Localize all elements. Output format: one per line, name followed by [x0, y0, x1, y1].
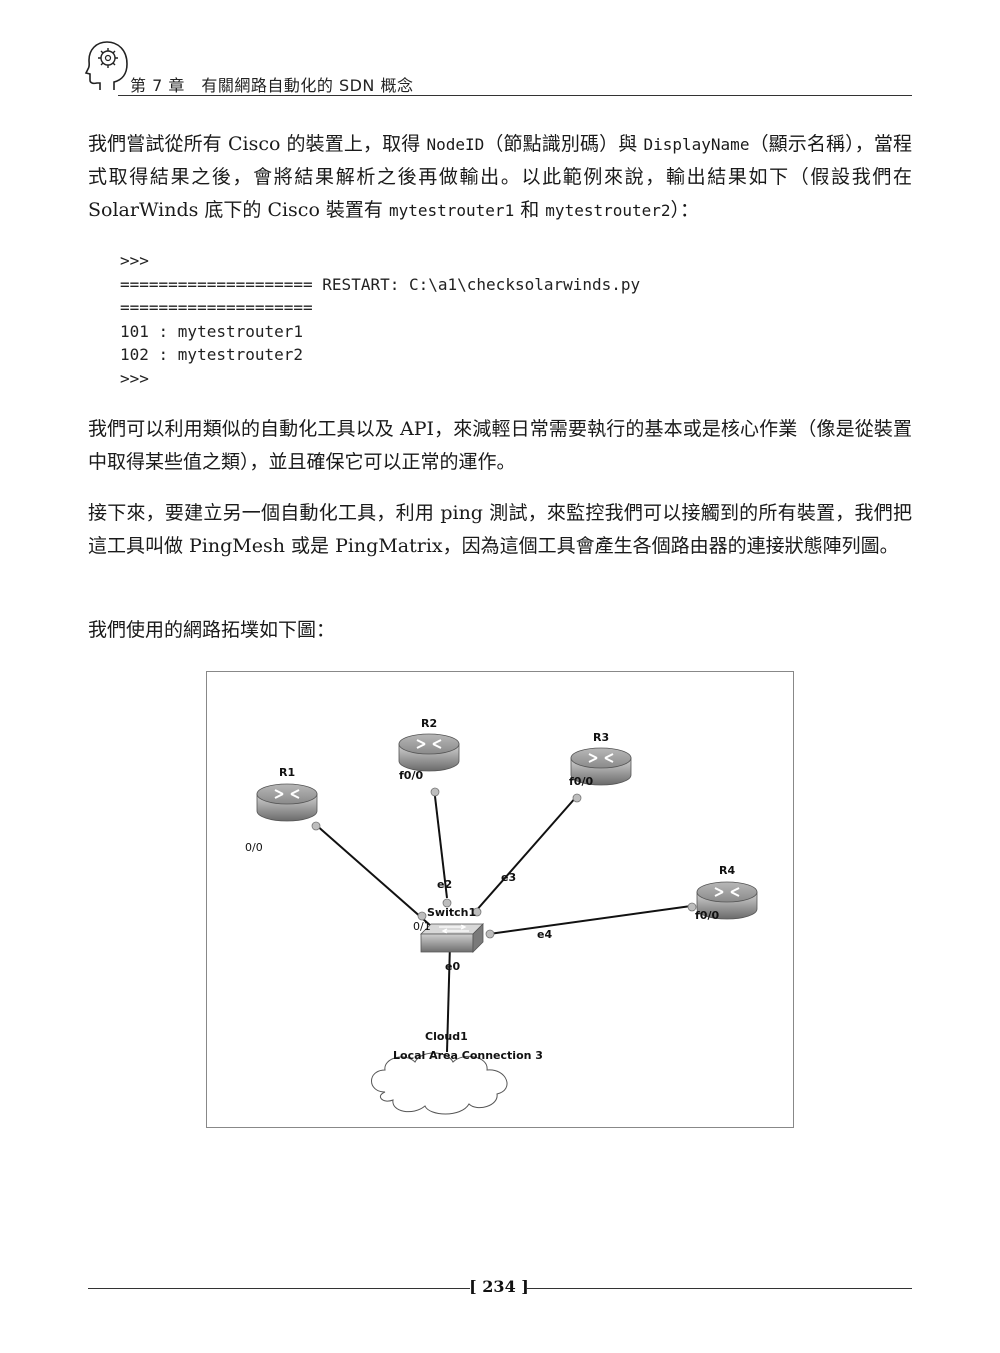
- router-r1-icon: [256, 783, 318, 822]
- paragraph-api: 我們可以利用類似的自動化工具以及 API，來減輕日常需要執行的基本或是核心作業（…: [88, 418, 912, 473]
- text-run: （節點識別碼）與: [484, 133, 644, 155]
- text-run: 和: [514, 199, 546, 221]
- switch-label: Switch1: [427, 906, 477, 919]
- link-r3-switch: [474, 795, 578, 913]
- router-r4-icon: [696, 881, 758, 920]
- chapter-title: 第 7 章 有關網路自動化的 SDN 概念: [130, 76, 414, 95]
- text-run: 我們嘗試從所有 Cisco 的裝置上，取得: [88, 133, 427, 155]
- cloud-connection-label: Local Area Connection 3: [393, 1049, 543, 1062]
- code-line: 102 : mytestrouter2: [120, 345, 304, 365]
- port-dot: [430, 787, 440, 797]
- page-number: [ 234 ]: [469, 1277, 529, 1296]
- paragraph-topology-intro: 我們使用的網路拓墣如下圖：: [88, 619, 336, 641]
- code-inline: mytestrouter2: [545, 201, 671, 220]
- code-line: ====================: [120, 298, 313, 318]
- router-r4-label: R4: [719, 864, 736, 877]
- text-run: ）：: [670, 199, 700, 221]
- page-header: 第 7 章 有關網路自動化的 SDN 概念: [84, 36, 912, 98]
- text-run: （顯示名稱），當程式取得結果之後，會將結果解析之後再做輸出。以此範例來說，輸出結…: [88, 133, 912, 221]
- router-r2-icon: [398, 733, 460, 772]
- page-footer: [ 234 ]: [88, 1277, 912, 1301]
- port-dot: [472, 907, 482, 917]
- cloud-label: Cloud1: [425, 1030, 468, 1043]
- switch-icon: [420, 923, 484, 953]
- code-inline: mytestrouter1: [388, 201, 515, 220]
- port-dot: [417, 911, 427, 921]
- code-inline: NodeID: [426, 135, 485, 154]
- router-r3-port-label: f0/0: [569, 775, 594, 788]
- router-r2-label: R2: [421, 717, 438, 730]
- footer-divider: [526, 1288, 912, 1289]
- link-r2-switch: [433, 787, 448, 899]
- port-dot: [311, 821, 321, 831]
- link-r1-switch: [314, 823, 432, 927]
- header-divider: [118, 95, 912, 96]
- router-r1-label: R1: [279, 766, 296, 779]
- router-r3-icon: [570, 747, 632, 786]
- switch-port-label: 0/1: [413, 920, 431, 933]
- router-r1-port-label: 0/0: [245, 841, 263, 854]
- router-r3-label: R3: [593, 731, 610, 744]
- link-switch-cloud: [446, 943, 451, 1053]
- code-line: >>>: [120, 368, 149, 388]
- paragraph-pingmesh: 接下來，要建立另一個自動化工具，利用 ping 測試，來監控我們可以接觸到的所有…: [88, 502, 912, 557]
- topology-svg: [256, 733, 758, 1115]
- code-line: 101 : mytestrouter1: [120, 321, 304, 341]
- switch-port-label: e3: [501, 871, 517, 884]
- paragraph-intro: 我們嘗試從所有 Cisco 的裝置上，取得 NodeID（節點識別碼）與 Dis…: [88, 128, 912, 227]
- switch-port-label: e4: [537, 928, 553, 941]
- switch-port-label: e2: [437, 878, 453, 891]
- switch-port-label: e0: [445, 960, 461, 973]
- port-dot: [442, 898, 452, 908]
- code-line: ==================== RESTART: C:\a1\chec…: [120, 274, 641, 294]
- cloud-icon: [371, 1052, 508, 1115]
- code-inline: DisplayName: [643, 135, 750, 154]
- footer-divider: [88, 1288, 470, 1289]
- port-dot: [485, 929, 495, 939]
- head-gear-icon: [84, 41, 128, 90]
- router-r4-port-label: f0/0: [695, 909, 720, 922]
- code-output: >>> ==================== RESTART: C:\a1\…: [120, 249, 640, 391]
- code-line: >>>: [120, 251, 149, 270]
- link-r4-switch: [488, 905, 692, 935]
- port-dot: [687, 902, 697, 912]
- port-dot: [572, 793, 582, 803]
- network-topology-diagram: R1 0/0 R2 f0/0 R3 f0/0 R4 f0/0 Switch1 0…: [206, 671, 794, 1128]
- router-r2-port-label: f0/0: [399, 769, 424, 782]
